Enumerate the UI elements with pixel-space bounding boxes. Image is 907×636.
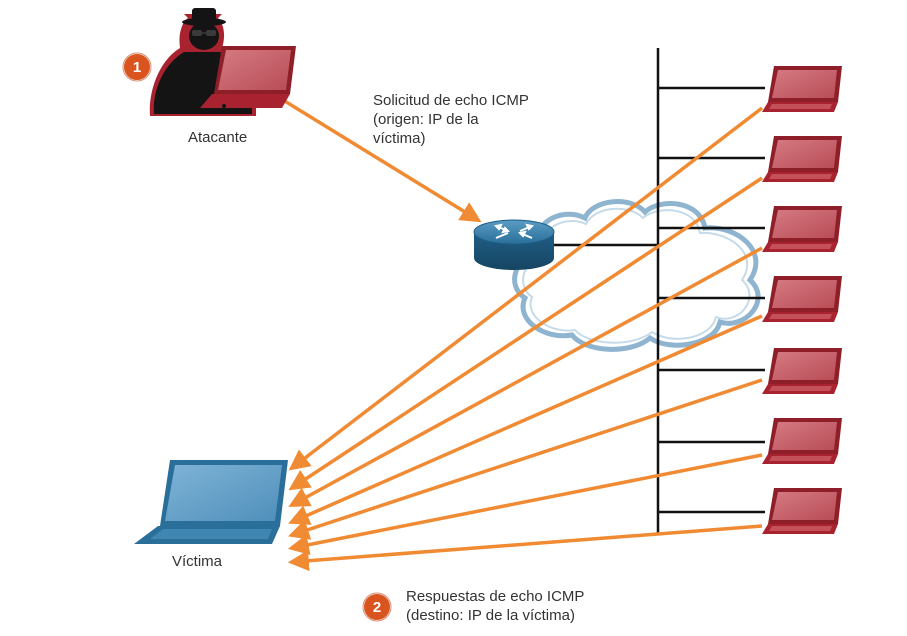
laptop-icon (762, 66, 842, 112)
echo-request-caption: Solicitud de echo ICMP (origen: IP de la… (373, 92, 529, 147)
hooded-attacker-with-laptop-icon (149, 8, 296, 116)
network-bus (552, 48, 765, 535)
echo-reply-arrows (287, 106, 764, 572)
reply-arrow (288, 246, 763, 508)
network-cloud-icon (512, 199, 761, 352)
reply-caption-line: (destino: IP de la víctima) (406, 607, 575, 624)
laptop-icon (762, 206, 842, 252)
laptop-icon (762, 348, 842, 394)
victim-laptop-icon (134, 460, 288, 544)
laptop-icon (762, 418, 842, 464)
reply-arrow (288, 106, 764, 471)
step-badge-number: 1 (133, 59, 141, 76)
victim-label: Víctima (172, 553, 223, 570)
step-badge-1: 1 (122, 52, 152, 82)
laptop-icon (762, 488, 842, 534)
laptop-icon (762, 136, 842, 182)
request-caption-line: Solicitud de echo ICMP (373, 92, 529, 109)
request-caption-line: (origen: IP de la (373, 111, 479, 128)
step-badge-number: 2 (373, 599, 381, 616)
laptop-icon (762, 276, 842, 322)
reply-arrow (287, 453, 763, 556)
step-badge-2: 2 (362, 592, 392, 622)
reply-arrow (287, 524, 763, 572)
reply-arrow (288, 378, 763, 540)
reply-arrow (288, 176, 763, 491)
request-caption-line: víctima) (373, 130, 426, 147)
reply-caption-line: Respuestas de echo ICMP (406, 588, 584, 605)
host-laptops (762, 66, 842, 534)
router-icon (473, 219, 555, 270)
reply-arrow (288, 314, 763, 525)
echo-reply-caption: Respuestas de echo ICMP (destino: IP de … (406, 588, 584, 624)
echo-request-arrow (282, 98, 482, 223)
attacker-label: Atacante (188, 129, 247, 146)
